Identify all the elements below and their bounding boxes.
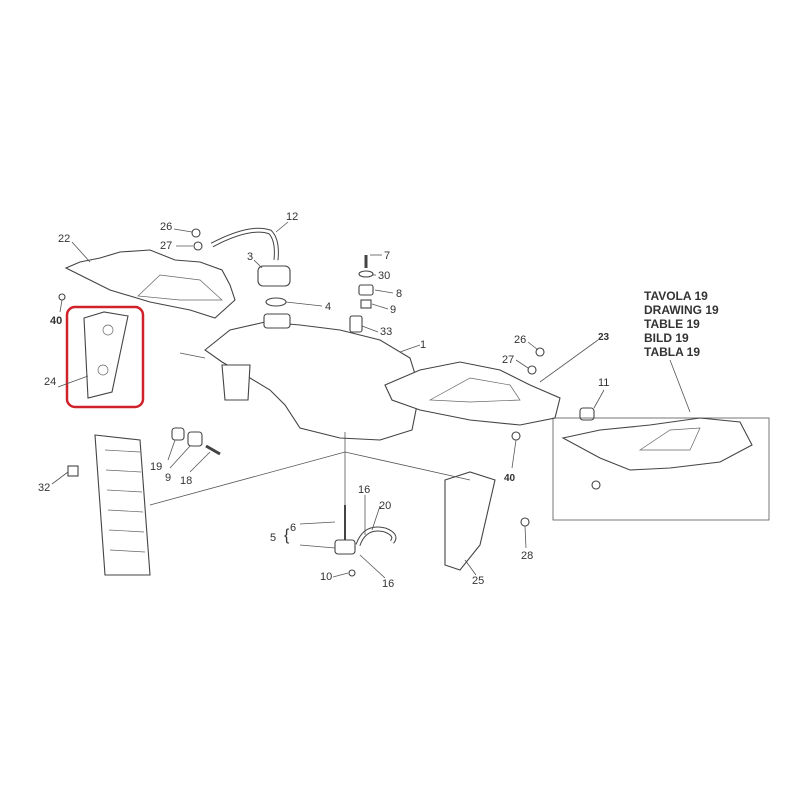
- callout-40: 40: [504, 473, 516, 484]
- callout-32: 32: [38, 482, 50, 494]
- part-12-breather-hose[interactable]: [210, 227, 279, 261]
- callout-9: 9: [165, 472, 171, 484]
- radiator[interactable]: [94, 434, 151, 576]
- callout-18: 18: [180, 475, 192, 487]
- bolts: [58, 228, 601, 577]
- part-7-bolt-stack[interactable]: [349, 255, 374, 333]
- callout-12: 12: [286, 211, 298, 223]
- part-22-side-panel[interactable]: [64, 249, 236, 319]
- part-3-fuel-cap[interactable]: [257, 265, 291, 287]
- drawing-title-es: TABLA 19: [644, 345, 700, 359]
- callout-27: 27: [160, 240, 172, 252]
- callout-24: 24: [44, 376, 56, 388]
- callout-40: 40: [50, 315, 62, 327]
- callout-20: 20: [379, 500, 391, 512]
- callout-9: 9: [390, 304, 396, 316]
- drawing-title-fr: TABLE 19: [644, 317, 700, 331]
- part-4-gasket[interactable]: [265, 297, 287, 307]
- callout-7: 7: [384, 250, 390, 262]
- part-5-fuel-tap[interactable]: [334, 505, 397, 555]
- highlight-box: [65, 305, 145, 409]
- callout-3: 3: [247, 251, 253, 263]
- detail-inset-frame: [552, 417, 770, 521]
- part-1-fuel-tank[interactable]: [204, 313, 421, 441]
- callout-labels: 22 26 27 12 3 7 30 8 9 4 33 1 40 24 26 2…: [38, 211, 610, 590]
- part-11-fastener[interactable]: [579, 407, 595, 421]
- part-23-side-panel[interactable]: [384, 361, 561, 426]
- callout-25: 25: [472, 575, 484, 587]
- callout-19: 19: [150, 461, 162, 473]
- callout-30: 30: [378, 270, 390, 282]
- detail-inset-panel: [561, 417, 753, 471]
- leader-lines: [51, 221, 691, 579]
- part-24-panel[interactable]: [83, 311, 129, 399]
- callout-bracket: {: [284, 527, 290, 544]
- callout-4: 4: [325, 301, 331, 313]
- callout-16: 16: [358, 484, 370, 496]
- callout-26: 26: [160, 221, 172, 233]
- callout-26: 26: [514, 334, 526, 346]
- drawing-title-block: TAVOLA 19 DRAWING 19 TABLE 19 BILD 19 TA…: [644, 289, 719, 359]
- part-19-9-18-hardware[interactable]: [171, 427, 221, 456]
- callout-10: 10: [320, 571, 332, 583]
- drawing-title-en: DRAWING 19: [644, 303, 719, 317]
- callout-5: 5: [270, 532, 276, 544]
- callout-6: 6: [290, 522, 296, 534]
- callout-33: 33: [380, 326, 392, 338]
- callout-28: 28: [521, 550, 533, 562]
- drawing-title-it: TAVOLA 19: [644, 289, 708, 303]
- callout-23: 23: [598, 332, 610, 343]
- callout-27: 27: [502, 354, 514, 366]
- callout-8: 8: [396, 288, 402, 300]
- callout-22: 22: [58, 233, 70, 245]
- part-25-bracket[interactable]: [444, 471, 496, 571]
- drawing-title-de: BILD 19: [644, 331, 689, 345]
- callout-16: 16: [382, 578, 394, 590]
- callout-1: 1: [420, 339, 426, 351]
- part-32-clip[interactable]: [67, 465, 79, 477]
- callout-11: 11: [598, 377, 609, 389]
